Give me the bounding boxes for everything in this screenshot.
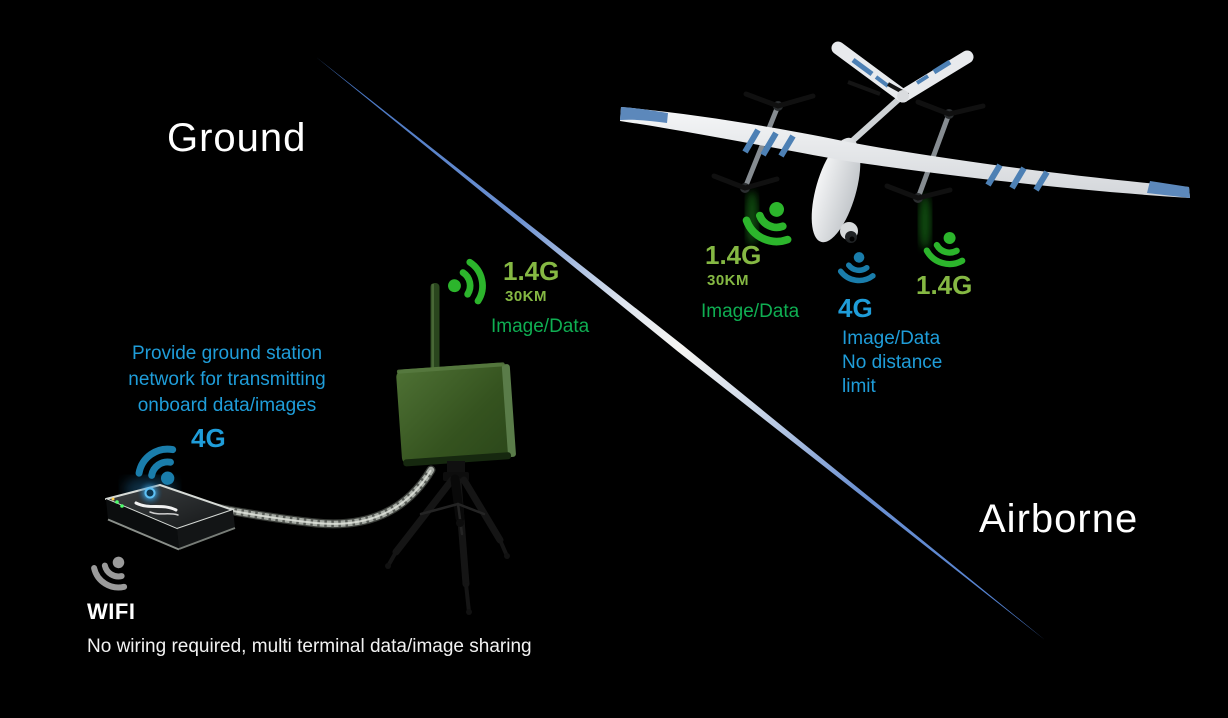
ground-station-graphic — [385, 283, 516, 615]
ground-network-note-line2: network for transmitting — [128, 369, 326, 390]
tripod — [386, 474, 509, 614]
uav-4g-note-line3: limit — [842, 376, 876, 397]
station-link-range: 30KM — [505, 288, 548, 305]
airborne-section-title: Airborne — [979, 497, 1139, 541]
uav-left-link-band: 1.4G — [705, 240, 762, 270]
uav-left-link-payload: Image/Data — [701, 301, 800, 322]
wifi-label: WIFI — [87, 599, 136, 624]
divider-line — [316, 57, 1045, 640]
uav-4g-band: 4G — [838, 293, 873, 323]
wifi-caption: No wiring required, multi terminal data/… — [87, 636, 532, 657]
uav-4g-note-line2: No distance — [842, 352, 943, 373]
ground-network-note-line1: Provide ground station — [131, 343, 323, 364]
uav-4g-note-line1: Image/Data — [842, 328, 941, 349]
ground-network-note-line3: onboard data/images — [137, 395, 317, 416]
station-link-band: 1.4G — [503, 256, 560, 286]
ground-section-title: Ground — [167, 116, 307, 160]
router-device-graphic — [105, 477, 236, 551]
ground-network-note: Provide ground station network for trans… — [104, 341, 350, 419]
router-4g-band: 4G — [191, 423, 226, 453]
uav-drone-graphic — [620, 41, 1190, 249]
station-1-4g-signal-icon — [439, 249, 505, 315]
uav-4g-signal-icon — [831, 246, 883, 298]
uav-right-link-band: 1.4G — [916, 270, 973, 300]
uav-4g-note: Image/Data No distance limit — [842, 327, 962, 399]
station-link-payload: Image/Data — [491, 316, 590, 337]
uav-left-link-range: 30KM — [707, 272, 750, 289]
